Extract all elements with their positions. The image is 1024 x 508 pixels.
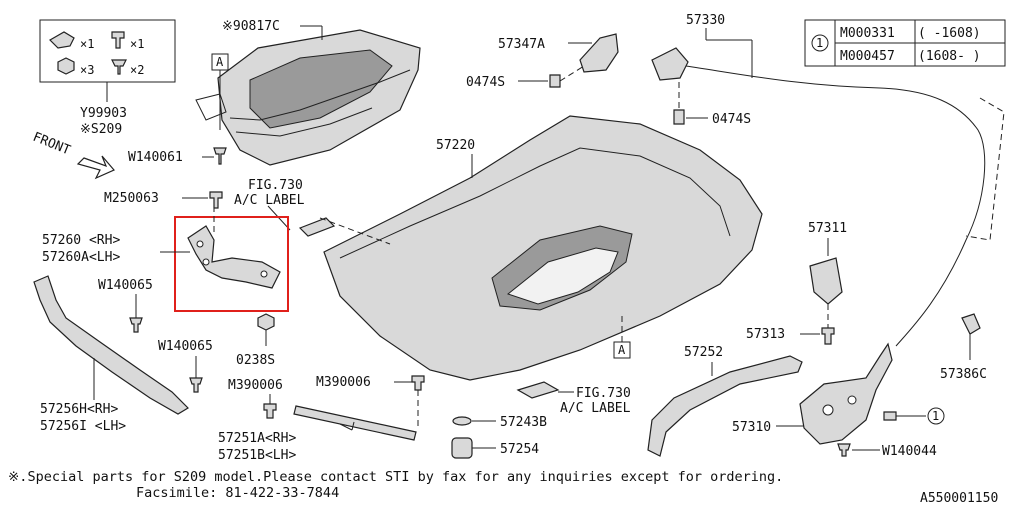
codes-table: 1 M000331 ( -1608) M000457 (1608- ) <box>804 19 1006 67</box>
callout-57254: 57254 <box>500 442 539 457</box>
callout-57347a: 57347A <box>498 37 545 52</box>
ref-a-bottom: A <box>618 343 626 357</box>
codes-row-2-code: M000457 <box>840 49 895 64</box>
fig730-top-fig: FIG.730 <box>248 178 303 193</box>
kit-qty-screw: ×1 <box>130 37 144 51</box>
clip-w140065-b: W140065 <box>158 339 213 393</box>
callout-57251b: 57251B<LH> <box>218 448 296 463</box>
callout-57256h: 57256H<RH> <box>40 402 118 417</box>
front-label: FRONT <box>31 130 73 159</box>
callout-57252: 57252 <box>684 345 723 360</box>
diagram-id: A550001150 <box>920 491 998 506</box>
callout-57330: 57330 <box>686 13 725 28</box>
front-arrow: FRONT <box>31 130 115 180</box>
hood-insulator: ※90817C A <box>195 19 421 166</box>
callout-w140061: W140061 <box>128 150 183 165</box>
kit-nut-icon <box>57 57 75 75</box>
fig730-top: FIG.730 A/C LABEL <box>234 178 336 237</box>
kit-box: ×1 ×1 ×3 ×2 Y99903 ※S209 <box>39 19 176 137</box>
bumper-57243b: 57243B <box>452 415 547 430</box>
callout-57311: 57311 <box>808 221 847 236</box>
kit-clip-icon <box>111 59 127 75</box>
seal-57252: 57252 <box>647 345 803 457</box>
callout-w140065-a: W140065 <box>98 278 153 293</box>
ref-1-latch: 1 <box>932 409 939 423</box>
callout-90817c: ※90817C <box>222 19 280 34</box>
bracket-57347a: 57347A 0474S <box>466 33 619 90</box>
fig730-top-label: A/C LABEL <box>234 193 305 208</box>
clip-57386c: 57386C <box>940 313 987 382</box>
callout-m390006-a: M390006 <box>228 378 283 393</box>
gas-strut-group: M390006 M390006 57251A<RH> 57251B<LH> <box>218 375 425 463</box>
callout-57386c: 57386C <box>940 367 987 382</box>
callout-m390006-b: M390006 <box>316 375 371 390</box>
gas-strut <box>293 405 417 441</box>
hood-panel: 57220 A <box>319 115 763 381</box>
front-arrow-icon <box>76 155 115 180</box>
codes-row-1-code: M000331 <box>840 26 895 41</box>
clip-w140061: W140061 <box>128 147 227 165</box>
callout-57260-rh: 57260 <RH> <box>42 233 120 248</box>
bolt-m250063: M250063 <box>104 191 223 209</box>
release-cable-57330: 57330 0474S <box>651 13 1005 347</box>
buffer-57254: 57254 <box>451 437 539 459</box>
callout-57260-lh: 57260A<LH> <box>42 250 120 265</box>
kit-qty-nut: ×3 <box>80 63 94 77</box>
kit-qty-bracket: ×1 <box>80 37 94 51</box>
callout-w140065-b: W140065 <box>158 339 213 354</box>
codes-ref: 1 <box>816 36 823 50</box>
callout-57251a: 57251A<RH> <box>218 431 296 446</box>
kit-part-number: Y99903 <box>80 106 127 121</box>
callout-0474s-a: 0474S <box>466 75 505 90</box>
footer-note-line2: Facsimile: 81-422-33-7844 <box>136 485 339 501</box>
nut-0238s: 0238S <box>236 313 275 368</box>
callout-m250063: M250063 <box>104 191 159 206</box>
hinge-highlight <box>174 206 289 312</box>
callout-57256i: 57256I <LH> <box>40 419 126 434</box>
footer-note-line1: ※.Special parts for S209 model.Please co… <box>8 469 783 485</box>
latch-57310: 57310 1 W140044 <box>732 342 945 459</box>
callout-57313: 57313 <box>746 327 785 342</box>
codes-row-1-range: ( -1608) <box>918 26 981 41</box>
kit-screw-icon <box>111 31 125 49</box>
callout-0238s: 0238S <box>236 353 275 368</box>
fig730-bottom: FIG.730 A/C LABEL <box>516 381 631 416</box>
striker-57311: 57311 57313 <box>746 221 847 345</box>
kit-bracket-icon <box>49 31 75 49</box>
fig730-bottom-label: A/C LABEL <box>560 401 631 416</box>
fig730-bottom-fig: FIG.730 <box>576 386 631 401</box>
callout-57243b: 57243B <box>500 415 547 430</box>
callout-57310: 57310 <box>732 420 771 435</box>
seal-57256: 57256H<RH> 57256I <LH> <box>33 275 189 434</box>
ref-a-top: A <box>216 55 224 69</box>
clip-w140065-a: W140065 <box>98 278 153 333</box>
callout-0474s-b: 0474S <box>712 112 751 127</box>
callout-57220: 57220 <box>436 138 475 153</box>
kit-qty-clip: ×2 <box>130 63 144 77</box>
callout-w140044: W140044 <box>882 444 937 459</box>
codes-row-2-range: (1608- ) <box>918 49 981 64</box>
kit-note: ※S209 <box>80 122 122 137</box>
